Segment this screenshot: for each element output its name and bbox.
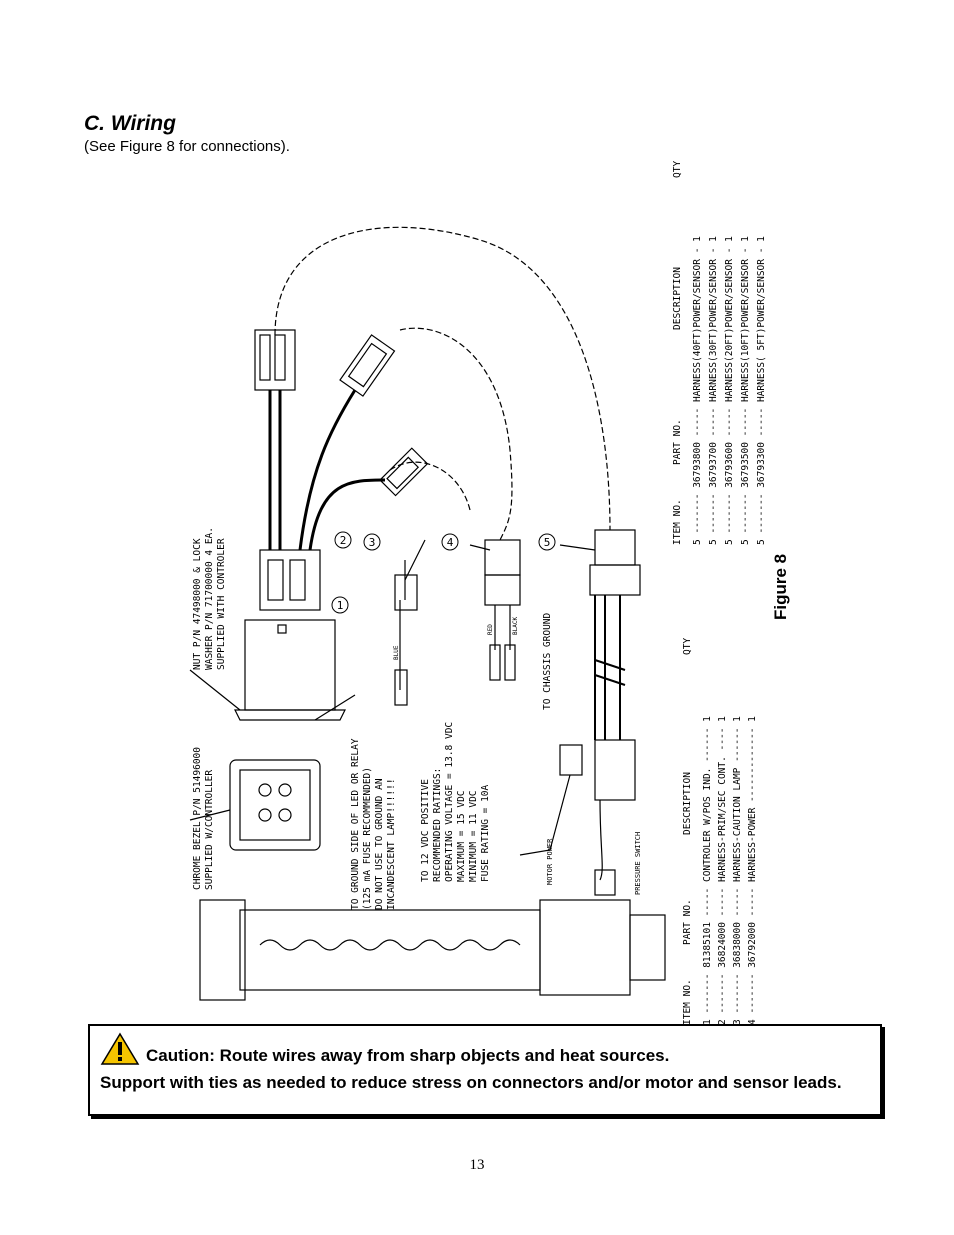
left-table-header-desc: DESCRIPTION: [682, 772, 693, 835]
right-table-row: 5 ------- 36793700 ----- HARNESS(30FT)PO…: [708, 236, 719, 545]
caution-box: Caution: Route wires away from sharp obj…: [88, 1024, 882, 1116]
left-table-row: 3 ------- 36838000 ----- HARNESS-CAUTION…: [732, 716, 743, 1025]
label-blue: BLUE: [393, 645, 400, 660]
left-table-row: 4 ------- 36792000 ----- HARNESS-POWER -…: [747, 716, 758, 1025]
right-table-row: 5 ------- 36793300 ----- HARNESS( 5FT)PO…: [756, 236, 767, 545]
label-pos-6: FUSE RATING = 10A: [480, 784, 491, 882]
label-relay-1: TO GROUND SIDE OF LED OR RELAY: [350, 738, 361, 910]
harness-connector-top: [254, 329, 296, 391]
page-number: 13: [469, 1157, 485, 1173]
callout-4: 4: [447, 536, 454, 549]
label-relay-2: (125 mA FUSE RECOMMENDED): [362, 767, 373, 910]
label-bezel-supplied: SUPPLIED W/CONTROLLER: [204, 770, 215, 890]
right-table-header-qty: QTY: [672, 161, 683, 178]
chrome-bezel: [229, 759, 321, 851]
label-washer: WASHER P/N 71700000 4 EA.: [204, 527, 215, 670]
right-table-header-item: ITEM NO.: [672, 499, 683, 545]
label-pos-1: TO 12 VDC POSITIVE: [420, 779, 431, 882]
label-pos-4: MAXIMUM = 15 VDC: [456, 790, 467, 882]
label-pos-5: MINIMUM = 11 VDC: [468, 790, 479, 882]
label-bezel: CHROME BEZEL P/N 51496000: [192, 747, 203, 890]
figure-caption: Figure 8: [771, 554, 790, 620]
wiring-diagram-figure: 1 2 3 4 5 NUT P/N 47498000 & LOCK WASHER…: [189, 161, 790, 1025]
label-pos-3: OPERATING VOLTAGE = 13.8 VDC: [444, 722, 455, 882]
label-supplied: SUPPLIED WITH CONTROLER: [216, 538, 227, 670]
right-table-header-desc: DESCRIPTION: [672, 267, 683, 330]
controller-body: [244, 619, 336, 711]
caution-line1: Caution: Route wires away from sharp obj…: [146, 1046, 670, 1065]
parts-table-left: ITEM NO. PART NO. DESCRIPTION QTY 1 ----…: [682, 638, 758, 1025]
right-table-row: 5 ------- 36793600 ----- HARNESS(20FT)PO…: [724, 236, 735, 545]
callout-5: 5: [544, 536, 551, 549]
left-table-header-qty: QTY: [682, 638, 693, 655]
label-pressure-switch: PRESSURE SWITCH: [634, 832, 642, 895]
callout-markers: 1 2 3 4 5: [331, 531, 556, 614]
left-table-header-item: ITEM NO.: [682, 979, 693, 1025]
callout-3: 3: [369, 536, 376, 549]
caution-line2: Support with ties as needed to reduce st…: [100, 1073, 842, 1092]
harness-connector-angled: [339, 334, 396, 397]
label-red: RED: [487, 624, 494, 635]
parts-table-right: ITEM NO. PART NO. DESCRIPTION QTY 5 ----…: [672, 161, 767, 545]
section-note: (See Figure 8 for connections).: [84, 138, 290, 155]
label-relay-4: INCANDESCENT LAMP!!!!!!: [386, 778, 397, 910]
section-title: C. Wiring: [84, 112, 176, 135]
label-nut: NUT P/N 47498000 & LOCK: [192, 538, 203, 670]
right-table-header-part: PART NO.: [672, 419, 683, 465]
right-table-row: 5 ------- 36793500 ----- HARNESS(10FT)PO…: [740, 236, 751, 545]
left-table-row: 2 ------- 36824000 ----- HARNESS-PRIM/SE…: [717, 716, 728, 1025]
label-motor-power: MOTOR POWER: [546, 838, 554, 885]
warning-triangle-icon: [100, 1032, 140, 1065]
left-table-header-part: PART NO.: [682, 899, 693, 945]
left-table-row: 1 ------- 81385101 ----- CONTROLER W/POS…: [702, 716, 713, 1025]
label-black: BLACK: [512, 617, 519, 635]
label-relay-3: DO NOT USE TO GROUND AN: [374, 778, 385, 910]
right-table-row: 5 ------- 36793800 ----- HARNESS(40FT)PO…: [692, 236, 703, 545]
callout-1: 1: [337, 599, 344, 612]
motor-actuator: [239, 909, 541, 991]
label-pos-2: RECOMMENDED RATINGS:: [432, 768, 443, 882]
label-chassis: TO CHASSIS GROUND: [542, 612, 553, 710]
callout-2: 2: [340, 534, 347, 547]
harness-connector-small: [379, 447, 429, 497]
